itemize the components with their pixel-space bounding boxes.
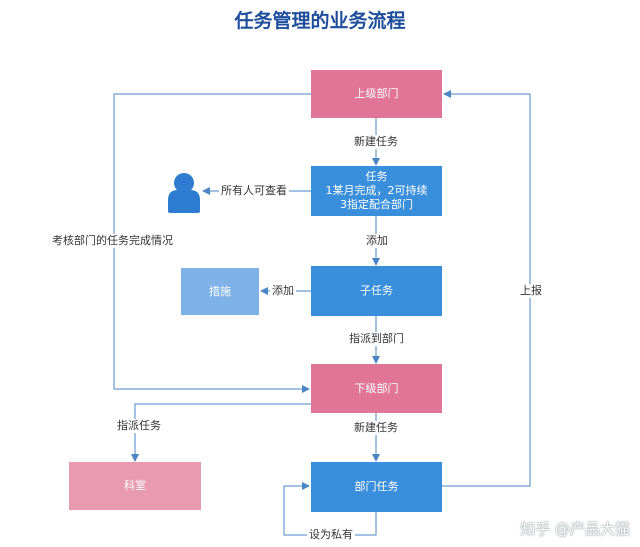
node-subordinate-dept[interactable]: 下级部门: [311, 364, 442, 413]
label-report-up: 上报: [518, 284, 544, 298]
node-sub-task[interactable]: 子任务: [311, 266, 442, 316]
task-line-title: 任务: [365, 170, 388, 183]
edge-report-up: [442, 90, 531, 487]
task-line-1: 1某月完成，2可持续: [325, 184, 428, 197]
user-icon: [168, 173, 200, 213]
label-assign-task: 指派任务: [115, 419, 163, 433]
diagram-title: 任务管理的业务流程: [234, 10, 406, 32]
label-assess-dept: 考核部门的任务完成情况: [50, 234, 175, 248]
label-add-2: 添加: [270, 284, 296, 298]
watermark: 知乎 @产品大猫: [520, 520, 630, 538]
label-create-task-1: 新建任务: [352, 135, 400, 149]
node-measures[interactable]: 措施: [181, 268, 259, 315]
label-set-private: 设为私有: [307, 528, 355, 542]
label-add-1: 添加: [364, 234, 390, 248]
edge-set-private: [283, 482, 377, 536]
node-section-office[interactable]: 科室: [69, 462, 201, 510]
edge-assign-task: [131, 403, 311, 462]
label-create-task-2: 新建任务: [352, 421, 400, 435]
node-task[interactable]: 任务 1某月完成，2可持续 3指定配合部门: [311, 166, 442, 216]
label-assign-to-dept: 指派到部门: [347, 332, 406, 346]
task-line-2: 3指定配合部门: [340, 198, 413, 211]
node-dept-task[interactable]: 部门任务: [311, 462, 442, 512]
node-superior-dept[interactable]: 上级部门: [311, 70, 442, 118]
label-all-can-view: 所有人可查看: [219, 184, 289, 198]
